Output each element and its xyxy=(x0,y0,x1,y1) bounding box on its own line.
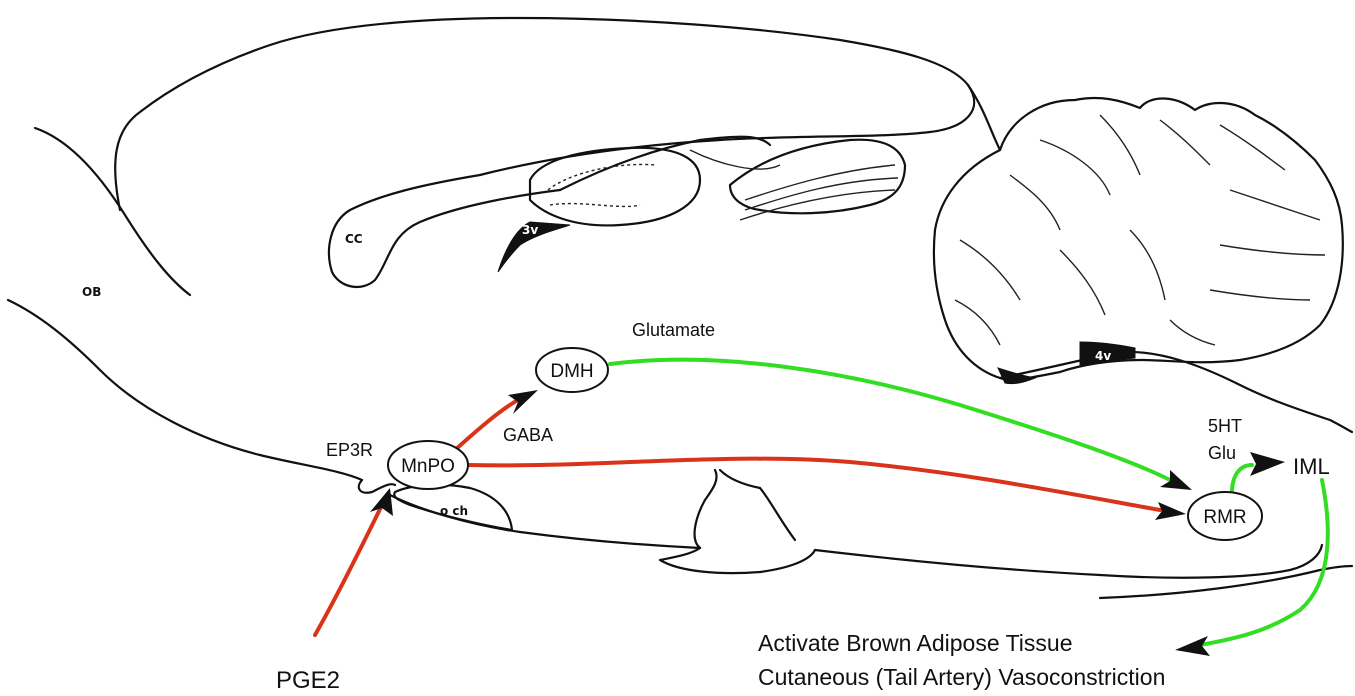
ep3r-label: EP3R xyxy=(326,440,373,460)
dmh-to-rmr-pathway xyxy=(610,360,1170,480)
gaba-label: GABA xyxy=(503,425,553,445)
output-line1: Activate Brown Adipose Tissue xyxy=(758,630,1073,656)
brain-outline xyxy=(8,18,1352,598)
5ht-label: 5HT xyxy=(1208,416,1242,436)
optic-chiasm-label: o ch xyxy=(440,504,468,518)
dmh-nucleus: DMH xyxy=(536,348,608,392)
dmh-label: DMH xyxy=(550,361,593,382)
rmr-green-arrowhead xyxy=(1160,470,1192,490)
third-ventricle-label: 3v xyxy=(522,223,538,237)
fourth-ventricle-label: 4v xyxy=(1095,349,1111,363)
glutamate-label: Glutamate xyxy=(632,320,715,340)
rmr-label: RMR xyxy=(1203,507,1246,528)
ob-label: OB xyxy=(82,285,101,299)
iml-label: IML xyxy=(1293,454,1330,479)
rmr-to-iml-pathway xyxy=(1232,465,1252,493)
pge2-to-mnpo-pathway xyxy=(315,505,382,635)
cc-label: CC xyxy=(345,232,363,246)
iml-arrowhead xyxy=(1250,452,1285,476)
mnpo-nucleus: MnPO xyxy=(388,441,468,489)
output-line2: Cutaneous (Tail Artery) Vasoconstriction xyxy=(758,664,1165,690)
pge2-label: PGE2 xyxy=(276,667,340,694)
rmr-nucleus: RMR xyxy=(1188,492,1262,540)
glu-label: Glu xyxy=(1208,443,1236,463)
mnpo-to-rmr-pathway xyxy=(468,459,1160,510)
mnpo-label: MnPO xyxy=(401,456,455,477)
